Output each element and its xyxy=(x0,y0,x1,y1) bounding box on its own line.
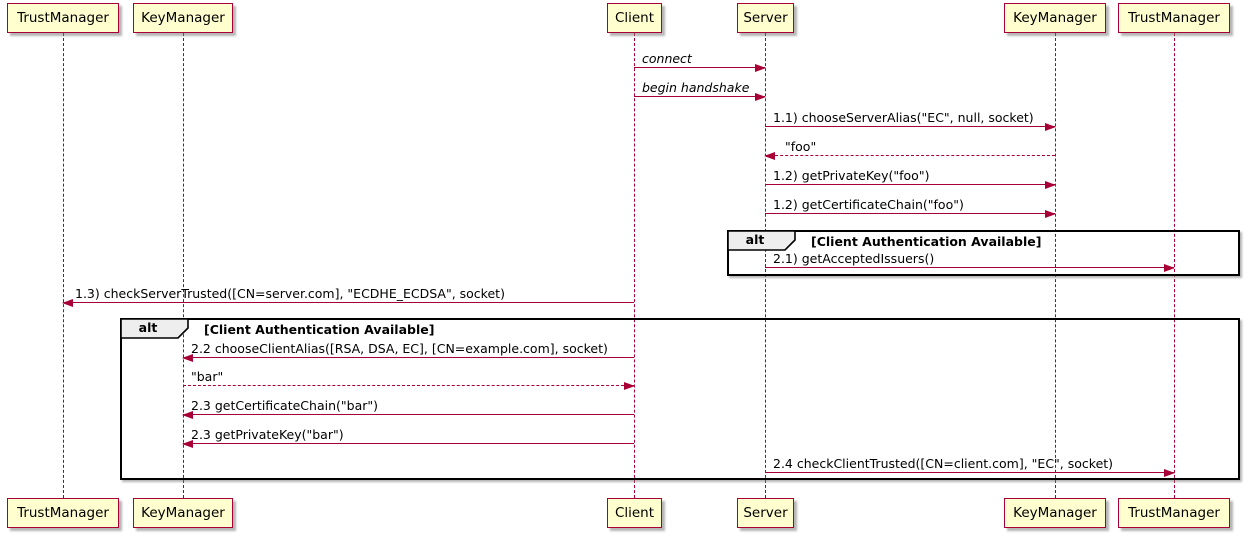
alt-frame-tab: alt xyxy=(120,318,190,339)
arrowhead-right xyxy=(624,382,635,390)
participant-label: Server xyxy=(743,10,788,26)
arrowhead-right xyxy=(1045,123,1056,131)
alt-frame-server-auth: alt [Client Authentication Available] xyxy=(727,230,1240,276)
message-check-client-trusted: 2.4 checkClientTrusted([CN=client.com], … xyxy=(765,453,1175,477)
message-label: 1.3) checkServerTrusted([CN=server.com],… xyxy=(75,286,505,301)
participant-label: KeyManager xyxy=(141,505,225,521)
message-label: 1.2) getCertificateChain("foo") xyxy=(773,197,964,212)
lifeline-keymanager-right xyxy=(1055,33,1056,498)
message-label: "bar" xyxy=(191,369,224,384)
arrowhead-right xyxy=(1164,264,1175,272)
message-get-accepted-issuers: 2.1) getAcceptedIssuers() xyxy=(765,248,1175,272)
message-line xyxy=(765,181,1056,189)
message-begin-handshake: begin handshake xyxy=(634,77,766,101)
participant-keymanager-left-top: KeyManager xyxy=(133,3,233,33)
message-get-certificate-chain-foo: 1.2) getCertificateChain("foo") xyxy=(765,194,1056,218)
message-line xyxy=(764,152,1055,160)
message-line xyxy=(634,93,766,101)
arrowhead-right xyxy=(1045,210,1056,218)
alt-tab-pentagon-shape xyxy=(120,318,189,339)
message-label: 1.2) getPrivateKey("foo") xyxy=(773,168,930,183)
participant-client-top: Client xyxy=(607,3,662,33)
participant-keymanager-right-bottom: KeyManager xyxy=(1004,498,1106,528)
message-line xyxy=(634,64,766,72)
participant-label: TrustManager xyxy=(17,505,109,521)
message-label: 2.2 chooseClientAlias([RSA, DSA, EC], [C… xyxy=(191,341,608,356)
message-label: 2.3 getPrivateKey("bar") xyxy=(191,427,344,442)
alt-condition: [Client Authentication Available] xyxy=(811,234,1042,249)
alt-frame-client-auth: alt [Client Authentication Available] xyxy=(120,318,1240,480)
message-label: 2.1) getAcceptedIssuers() xyxy=(773,251,935,266)
alt-keyword: alt xyxy=(138,320,158,335)
lifeline-client xyxy=(634,33,635,498)
arrowhead-left xyxy=(182,440,193,448)
participant-label: TrustManager xyxy=(17,10,109,26)
participant-client-bottom: Client xyxy=(607,498,662,528)
participant-label: Client xyxy=(614,10,655,26)
message-line xyxy=(182,354,634,362)
participant-trustmanager-right-top: TrustManager xyxy=(1118,3,1230,33)
participant-label: Client xyxy=(614,505,655,521)
message-line xyxy=(182,440,634,448)
message-return-foo: "foo" xyxy=(764,136,1055,160)
arrowhead-right xyxy=(1164,469,1175,477)
message-connect: connect xyxy=(634,48,766,72)
alt-frame-tab: alt xyxy=(727,230,797,251)
message-line xyxy=(62,299,634,307)
arrowhead-right xyxy=(755,64,766,72)
message-get-private-key-bar: 2.3 getPrivateKey("bar") xyxy=(182,424,634,448)
participant-label: Server xyxy=(743,505,788,521)
lifeline-trustmanager-left xyxy=(63,33,64,498)
lifeline-keymanager-left xyxy=(183,33,184,498)
lifeline-server xyxy=(765,33,766,498)
message-label: 2.3 getCertificateChain("bar") xyxy=(191,398,378,413)
message-line xyxy=(182,411,634,419)
alt-condition: [Client Authentication Available] xyxy=(204,322,435,337)
arrowhead-right xyxy=(755,93,766,101)
message-label: begin handshake xyxy=(642,80,750,95)
alt-keyword: alt xyxy=(745,232,765,247)
message-check-server-trusted: 1.3) checkServerTrusted([CN=server.com],… xyxy=(62,283,634,307)
message-label: "foo" xyxy=(785,139,817,154)
participant-label: KeyManager xyxy=(1013,505,1097,521)
participant-server-top: Server xyxy=(737,3,794,33)
participant-server-bottom: Server xyxy=(737,498,794,528)
arrowhead-left xyxy=(62,299,73,307)
arrowhead-right xyxy=(1045,181,1056,189)
alt-tab-pentagon-shape xyxy=(727,230,796,251)
message-line xyxy=(765,123,1056,131)
message-get-certificate-chain-bar: 2.3 getCertificateChain("bar") xyxy=(182,395,634,419)
participant-label: KeyManager xyxy=(141,10,225,26)
arrowhead-left xyxy=(182,411,193,419)
participant-label: TrustManager xyxy=(1128,10,1220,26)
message-line xyxy=(765,264,1175,272)
message-label: connect xyxy=(642,51,692,66)
message-line xyxy=(765,210,1056,218)
participant-trustmanager-right-bottom: TrustManager xyxy=(1118,498,1230,528)
arrowhead-left xyxy=(182,354,193,362)
participant-trustmanager-left-top: TrustManager xyxy=(7,3,119,33)
message-line xyxy=(183,382,635,390)
participant-trustmanager-left-bottom: TrustManager xyxy=(7,498,119,528)
message-choose-server-alias: 1.1) chooseServerAlias("EC", null, socke… xyxy=(765,107,1056,131)
participant-keymanager-right-top: KeyManager xyxy=(1004,3,1106,33)
message-choose-client-alias: 2.2 chooseClientAlias([RSA, DSA, EC], [C… xyxy=(182,338,634,362)
participant-label: TrustManager xyxy=(1128,505,1220,521)
message-label: 1.1) chooseServerAlias("EC", null, socke… xyxy=(773,110,1034,125)
message-get-private-key-foo: 1.2) getPrivateKey("foo") xyxy=(765,165,1056,189)
participant-keymanager-left-bottom: KeyManager xyxy=(133,498,233,528)
arrowhead-left xyxy=(764,152,775,160)
message-line xyxy=(765,469,1175,477)
participant-label: KeyManager xyxy=(1013,10,1097,26)
message-return-bar: "bar" xyxy=(183,366,635,390)
message-label: 2.4 checkClientTrusted([CN=client.com], … xyxy=(773,456,1114,471)
